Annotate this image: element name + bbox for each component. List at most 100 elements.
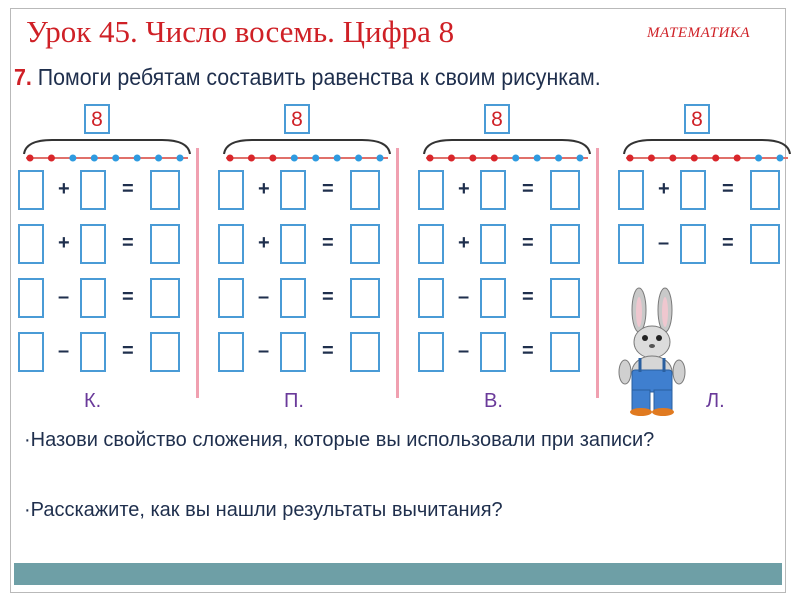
answer-box-result[interactable]	[150, 332, 180, 372]
answer-box-first[interactable]	[418, 224, 444, 264]
answer-box-first[interactable]	[18, 170, 44, 210]
bead-blue	[155, 154, 163, 162]
answer-box-result[interactable]	[750, 224, 780, 264]
bead-red	[26, 154, 34, 162]
answer-box-first[interactable]	[618, 224, 644, 264]
equals-sign: =	[122, 178, 134, 200]
bead-blue	[176, 154, 184, 162]
minus-sign: –	[258, 340, 270, 362]
total-number-box: 8	[484, 104, 510, 134]
bead-red	[426, 154, 434, 162]
answer-box-result[interactable]	[150, 170, 180, 210]
bead-red	[690, 154, 698, 162]
bead-blue	[312, 154, 320, 162]
lesson-title: Урок 45. Число восемь. Цифра 8	[26, 14, 455, 49]
answer-box-result[interactable]	[550, 332, 580, 372]
bead-blue	[333, 154, 341, 162]
equals-sign: =	[522, 178, 534, 200]
answer-box-first[interactable]	[218, 170, 244, 210]
answer-box-result[interactable]	[350, 278, 380, 318]
bead-red	[226, 154, 234, 162]
answer-box-result[interactable]	[350, 170, 380, 210]
bead-red	[47, 154, 55, 162]
answer-box-second[interactable]	[80, 332, 106, 372]
column-divider	[396, 148, 399, 398]
answer-box-second[interactable]	[280, 224, 306, 264]
bead-red	[490, 154, 498, 162]
bead-blue	[355, 154, 363, 162]
child-label: Л.	[706, 390, 725, 412]
answer-box-second[interactable]	[80, 278, 106, 318]
bead-blue	[533, 154, 541, 162]
child-label: В.	[484, 390, 503, 412]
answer-box-result[interactable]	[550, 278, 580, 318]
answer-box-first[interactable]	[618, 170, 644, 210]
equals-sign: =	[322, 178, 334, 200]
answer-box-result[interactable]	[750, 170, 780, 210]
answer-box-second[interactable]	[280, 278, 306, 318]
bead-blue	[90, 154, 98, 162]
answer-box-result[interactable]	[350, 332, 380, 372]
task-text: Помоги ребятам составить равенства к сво…	[37, 64, 601, 90]
answer-box-result[interactable]	[550, 224, 580, 264]
equals-sign: =	[522, 286, 534, 308]
answer-box-first[interactable]	[218, 224, 244, 264]
bead-string	[226, 154, 388, 162]
bead-blue	[512, 154, 520, 162]
bead-string	[26, 154, 188, 162]
bead-blue	[776, 154, 784, 162]
bead-red	[626, 154, 634, 162]
answer-box-first[interactable]	[18, 332, 44, 372]
answer-box-second[interactable]	[80, 170, 106, 210]
equals-sign: =	[322, 286, 334, 308]
answer-box-first[interactable]	[418, 278, 444, 318]
equals-sign: =	[322, 232, 334, 254]
total-number-box: 8	[284, 104, 310, 134]
bead-red	[269, 154, 277, 162]
bead-blue	[133, 154, 141, 162]
bead-blue	[290, 154, 298, 162]
answer-box-second[interactable]	[680, 224, 706, 264]
answer-box-first[interactable]	[418, 332, 444, 372]
bead-red	[733, 154, 741, 162]
minus-sign: –	[458, 286, 470, 308]
grouping-brace	[623, 139, 791, 155]
answer-box-second[interactable]	[680, 170, 706, 210]
answer-box-second[interactable]	[480, 332, 506, 372]
answer-box-first[interactable]	[218, 278, 244, 318]
equals-sign: =	[722, 232, 734, 254]
answer-box-result[interactable]	[550, 170, 580, 210]
plus-sign: +	[658, 178, 670, 200]
minus-sign: –	[658, 232, 670, 254]
plus-sign: +	[258, 178, 270, 200]
answer-box-second[interactable]	[280, 332, 306, 372]
task-number: 7.	[14, 64, 32, 90]
answer-box-second[interactable]	[80, 224, 106, 264]
equals-sign: =	[122, 340, 134, 362]
answer-box-second[interactable]	[480, 278, 506, 318]
minus-sign: –	[58, 340, 70, 362]
bead-red	[669, 154, 677, 162]
answer-box-first[interactable]	[18, 278, 44, 318]
bead-blue	[376, 154, 384, 162]
minus-sign: –	[458, 340, 470, 362]
subject-label: МАТЕМАТИКА	[647, 25, 750, 41]
bead-blue	[576, 154, 584, 162]
answer-box-first[interactable]	[18, 224, 44, 264]
answer-box-result[interactable]	[150, 278, 180, 318]
bead-red	[647, 154, 655, 162]
answer-box-second[interactable]	[480, 224, 506, 264]
grouping-brace	[223, 139, 391, 155]
answer-box-first[interactable]	[418, 170, 444, 210]
bead-red	[712, 154, 720, 162]
answer-box-second[interactable]	[280, 170, 306, 210]
bunny-mascot-icon	[618, 287, 686, 416]
child-label: К.	[84, 390, 102, 412]
column-divider	[196, 148, 199, 398]
question-2: ·Расскажите, как вы нашли результаты выч…	[24, 499, 503, 521]
answer-box-first[interactable]	[218, 332, 244, 372]
answer-box-result[interactable]	[350, 224, 380, 264]
answer-box-result[interactable]	[150, 224, 180, 264]
answer-box-second[interactable]	[480, 170, 506, 210]
equals-sign: =	[122, 286, 134, 308]
